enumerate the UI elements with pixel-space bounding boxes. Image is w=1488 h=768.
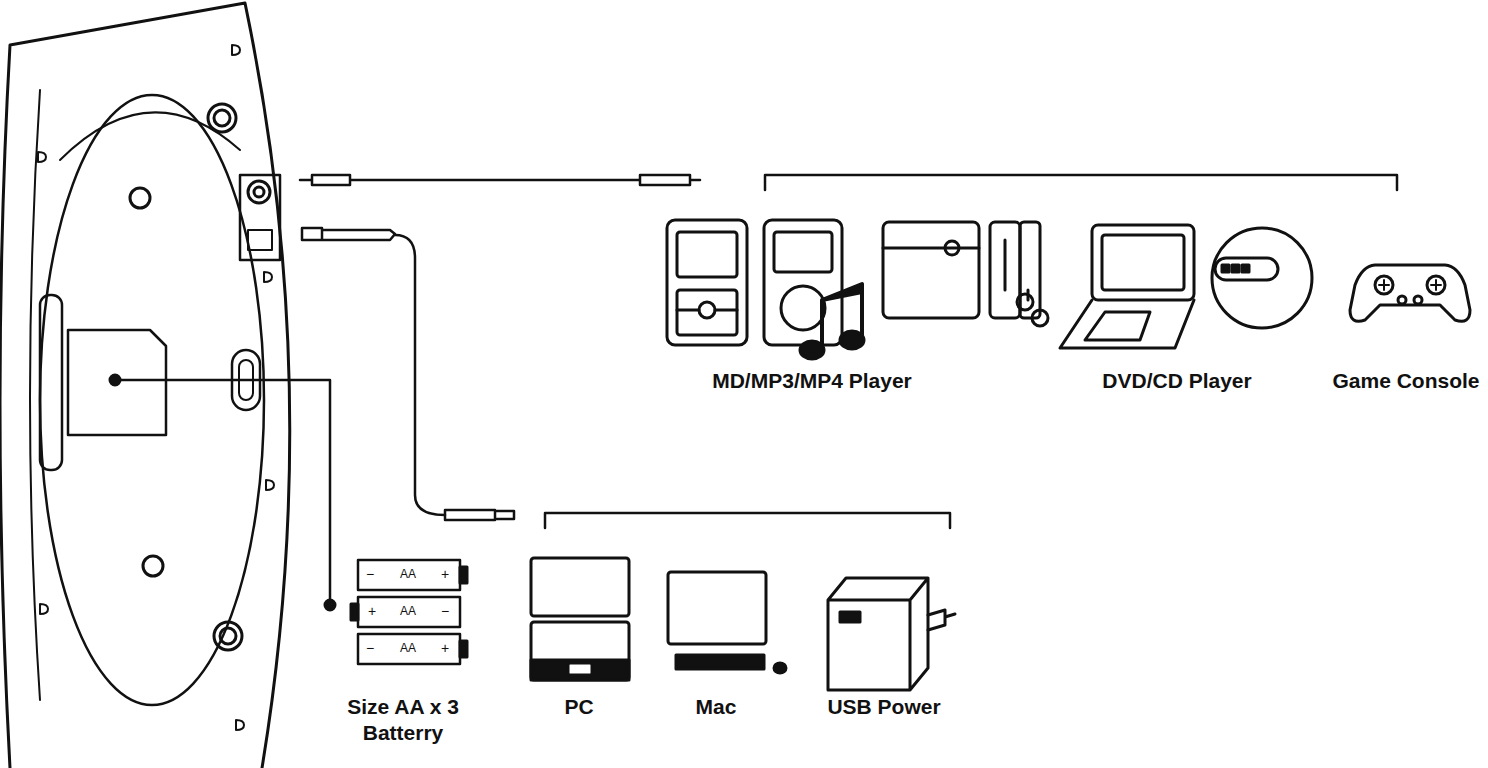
device-label: Mac <box>696 694 737 720</box>
mp3-player-icon <box>667 220 747 345</box>
leader-line <box>115 380 330 605</box>
bracket <box>765 175 1397 190</box>
battery-sign: − <box>441 603 449 621</box>
md-player-icon <box>883 222 1048 326</box>
battery-sign: + <box>368 603 376 621</box>
device-label: USB Power <box>827 694 940 720</box>
slot <box>40 295 62 470</box>
mac-icon <box>668 572 786 673</box>
battery-sign: + <box>441 566 449 584</box>
bracket <box>545 513 950 528</box>
port-panel <box>240 175 280 260</box>
gamepad-icon <box>1350 265 1470 321</box>
pc-icon <box>531 558 629 680</box>
audio-cable <box>300 175 700 185</box>
laptop-icon <box>1060 225 1194 348</box>
battery-sign: − <box>366 640 374 658</box>
device-label: DVD/CD Player <box>1102 368 1251 394</box>
speaker-base <box>0 3 290 768</box>
device-label: PC <box>564 694 593 720</box>
battery-label: AA <box>400 567 416 582</box>
device-label: MD/MP3/MP4 Player <box>712 368 912 394</box>
battery-label: AA <box>400 641 416 656</box>
battery-compartment <box>68 330 166 435</box>
usb-power-icon <box>828 578 955 690</box>
caption-label: Size AA x 3 Batterry <box>328 694 478 747</box>
ipod-icon <box>764 220 864 359</box>
battery-sign: + <box>441 640 449 658</box>
battery-sign: − <box>366 566 374 584</box>
usb-cable <box>302 228 395 240</box>
device-label: Game Console <box>1332 368 1479 394</box>
cd-player-icon <box>1212 228 1312 328</box>
battery-label: AA <box>400 604 416 619</box>
